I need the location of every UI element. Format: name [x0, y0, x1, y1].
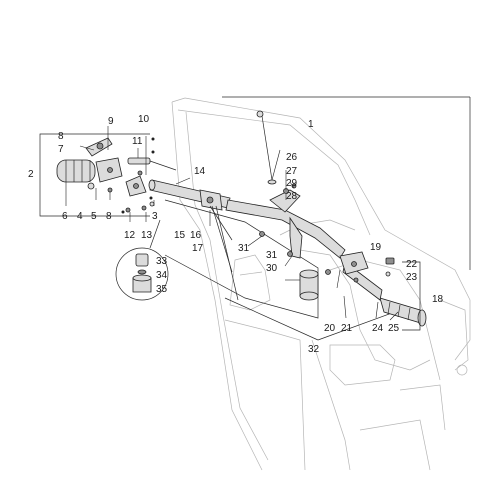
callout-24: 24: [372, 323, 384, 334]
callout-15: 15: [174, 230, 186, 241]
callout-2: 2: [28, 169, 34, 180]
callout-34: 34: [156, 270, 168, 281]
yoke-bolt: [259, 231, 293, 257]
callout-16: 16: [190, 230, 202, 241]
callout-21: 21: [341, 323, 353, 334]
callout-28: 28: [286, 191, 298, 202]
drawing-frame: [222, 96, 471, 270]
switch-housing-left: [95, 157, 123, 183]
callout-4: 4: [77, 211, 83, 222]
callout-14: 14: [194, 166, 206, 177]
callout-31-lower: 31: [266, 250, 278, 261]
bolt-and-washer: [87, 182, 113, 193]
callout-18: 18: [432, 294, 444, 305]
callout-29: 29: [286, 178, 298, 189]
callout-33: 33: [156, 256, 168, 267]
right-group-bracket: [402, 261, 421, 331]
callout-27: 27: [286, 166, 298, 177]
switch-box-right: [339, 251, 369, 275]
callout-labels: 1 2 3 4 5 6 7 8 8 9 10 11 12 13 14 15 16…: [28, 114, 444, 355]
clamp-screws: [125, 201, 155, 213]
cockpit-outline: [164, 199, 401, 341]
callout-6: 6: [62, 211, 68, 222]
callout-22: 22: [406, 259, 418, 270]
callout-23: 23: [406, 272, 418, 283]
callout-26: 26: [286, 152, 298, 163]
callout-17: 17: [192, 243, 204, 254]
end-cap-group: [115, 219, 169, 301]
brake-lever-left: [85, 137, 113, 157]
callout-31-upper: 31: [238, 243, 250, 254]
scooter-body-outline: [171, 97, 471, 471]
handlebar-grip-right: [379, 297, 427, 327]
callout-20: 20: [324, 323, 336, 334]
callout-30: 30: [266, 263, 278, 274]
callout-1: 1: [308, 119, 314, 130]
callout-35: 35: [156, 284, 168, 295]
reference-dots: [121, 137, 155, 214]
handlebar-yoke: [225, 189, 346, 259]
leader-lines: [65, 126, 399, 321]
central-clamp: [199, 189, 223, 211]
steering-cable: [209, 205, 239, 301]
callout-10: 10: [138, 114, 150, 125]
left-control-group-bracket: [39, 133, 150, 217]
callout-19: 19: [370, 242, 382, 253]
callout-7: 7: [58, 144, 64, 155]
callout-9: 9: [108, 116, 114, 127]
cable-fitting: [127, 157, 177, 176]
callout-32: 32: [308, 344, 320, 355]
clamp-bracket: [125, 175, 147, 197]
callout-8-bottom: 8: [106, 211, 112, 222]
callout-11: 11: [132, 136, 143, 147]
callout-3: 3: [152, 211, 158, 222]
callout-8-top: 8: [58, 131, 64, 142]
handlebar-grip-left: [56, 159, 96, 183]
steering-bushing: [299, 269, 331, 301]
callout-5: 5: [91, 211, 97, 222]
switch-small-parts: [353, 257, 395, 283]
callout-12: 12: [124, 230, 136, 241]
mirror-stud: [256, 110, 277, 185]
callout-13: 13: [141, 230, 153, 241]
callout-25: 25: [388, 323, 400, 334]
